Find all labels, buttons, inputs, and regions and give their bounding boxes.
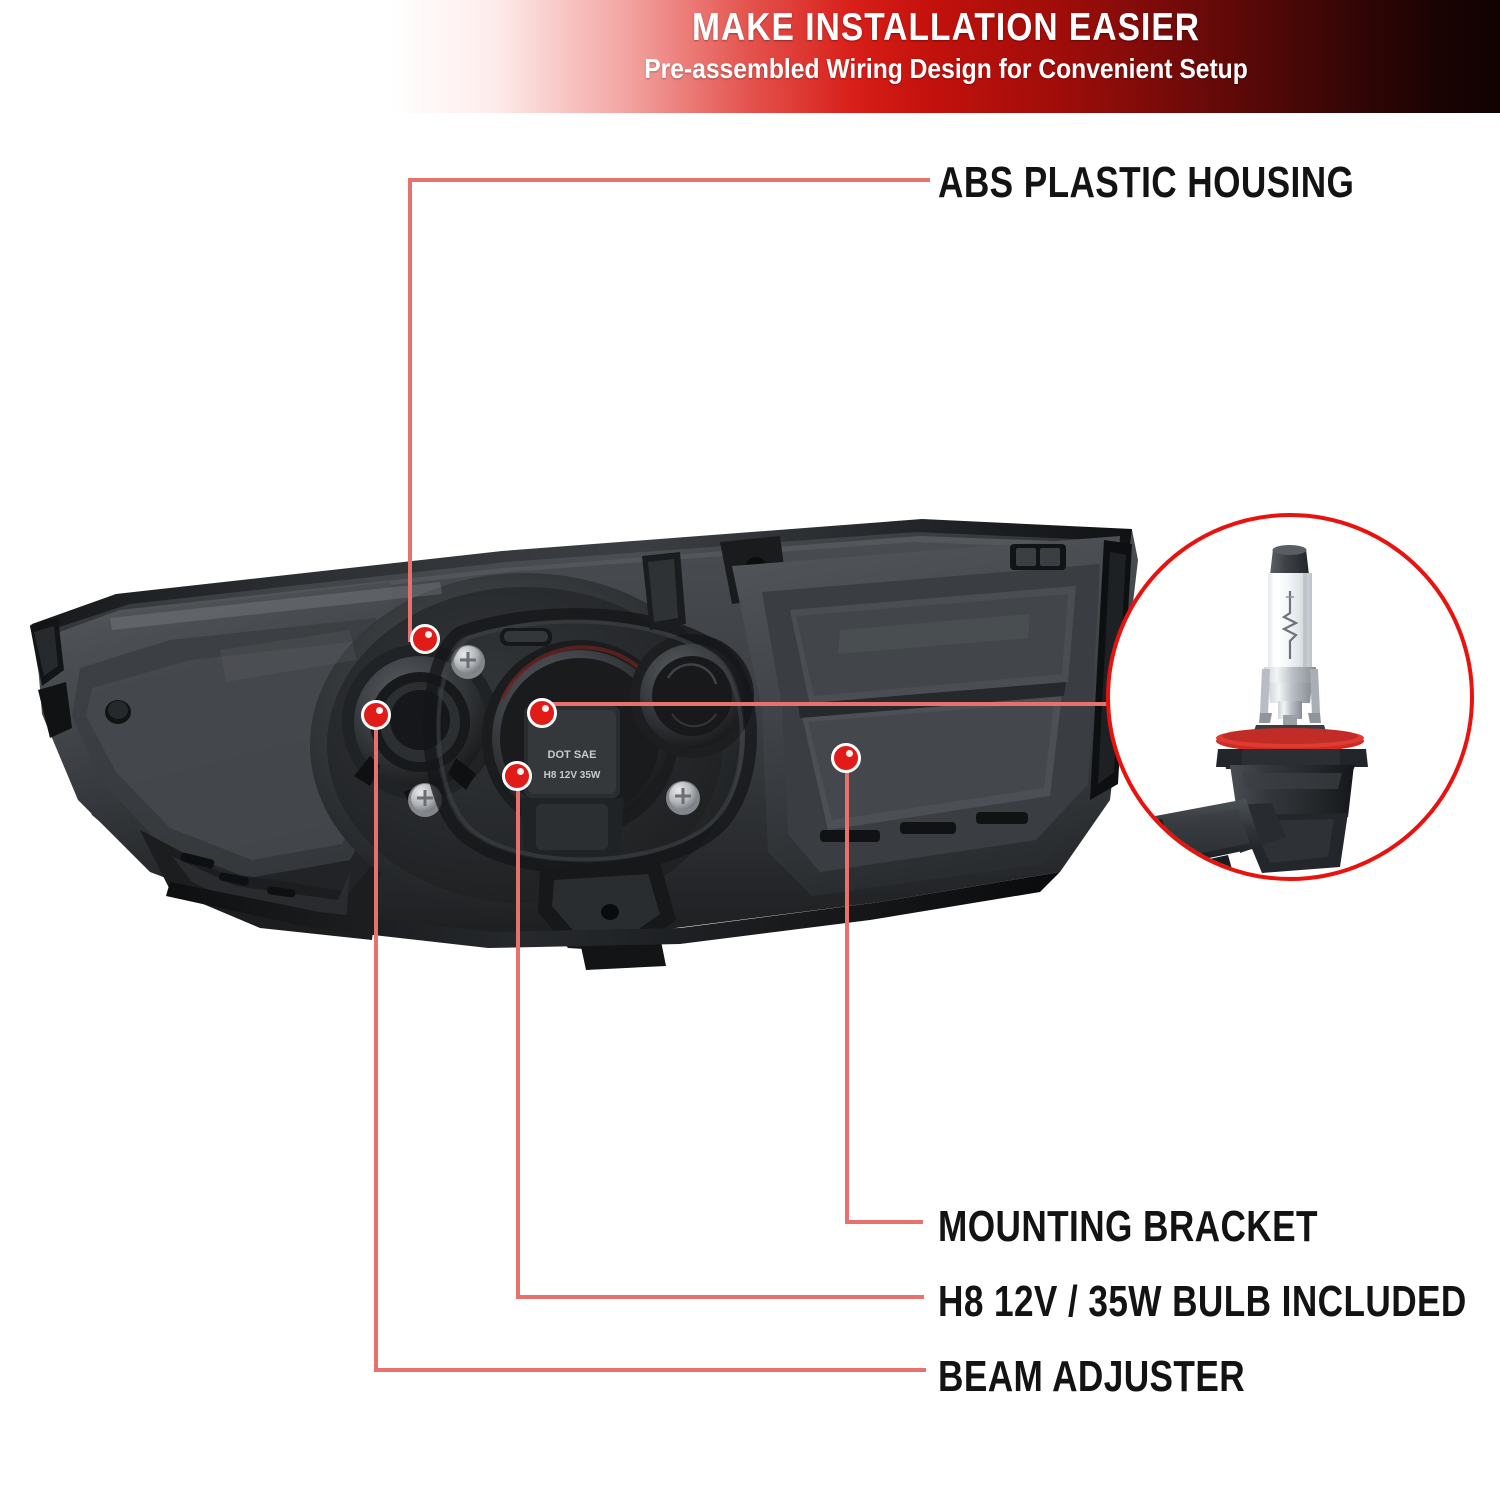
- leader-abs-horizontal: [408, 178, 930, 182]
- header-subtitle: Pre-assembled Wiring Design for Convenie…: [644, 52, 1248, 84]
- header-banner: MAKE INSTALLATION EASIER Pre-assembled W…: [0, 0, 1500, 113]
- svg-text:H8 12V 35W: H8 12V 35W: [544, 770, 601, 781]
- leader-bulb-to-circle: [541, 702, 1111, 706]
- leader-bulblabel-horizontal: [516, 1295, 924, 1299]
- leader-bulblabel-vertical: [516, 780, 520, 1297]
- svg-text:DOT SAE: DOT SAE: [548, 749, 597, 761]
- callout-label-mounting-bracket: MOUNTING BRACKET: [938, 1202, 1318, 1251]
- leader-beam-horizontal: [374, 1368, 926, 1372]
- callout-dot-bulb-included[interactable]: [527, 698, 557, 728]
- callout-dot-mounting-bracket[interactable]: [831, 743, 861, 773]
- callout-dot-bulb-h8[interactable]: [502, 761, 532, 791]
- callout-dot-beam-adjuster[interactable]: [361, 700, 391, 730]
- callout-dot-abs-plastic-housing[interactable]: [410, 624, 440, 654]
- headlight-assembly-image: DOT SAE H8 12V 35W: [20, 500, 1150, 970]
- callout-label-bulb-included: H8 12V / 35W BULB INCLUDED: [938, 1277, 1467, 1326]
- callout-label-abs-plastic-housing: ABS PLASTIC HOUSING: [938, 158, 1355, 207]
- header-text-group: MAKE INSTALLATION EASIER Pre-assembled W…: [486, 6, 1406, 85]
- leader-abs-vertical: [408, 180, 412, 642]
- leader-beam-vertical: [374, 720, 378, 1370]
- bulb-detail-circle: [1106, 513, 1474, 881]
- callout-label-beam-adjuster: BEAM ADJUSTER: [938, 1352, 1246, 1401]
- leader-mount-horizontal: [845, 1220, 923, 1224]
- leader-mount-vertical: [845, 762, 849, 1224]
- header-title: MAKE INSTALLATION EASIER: [692, 6, 1200, 49]
